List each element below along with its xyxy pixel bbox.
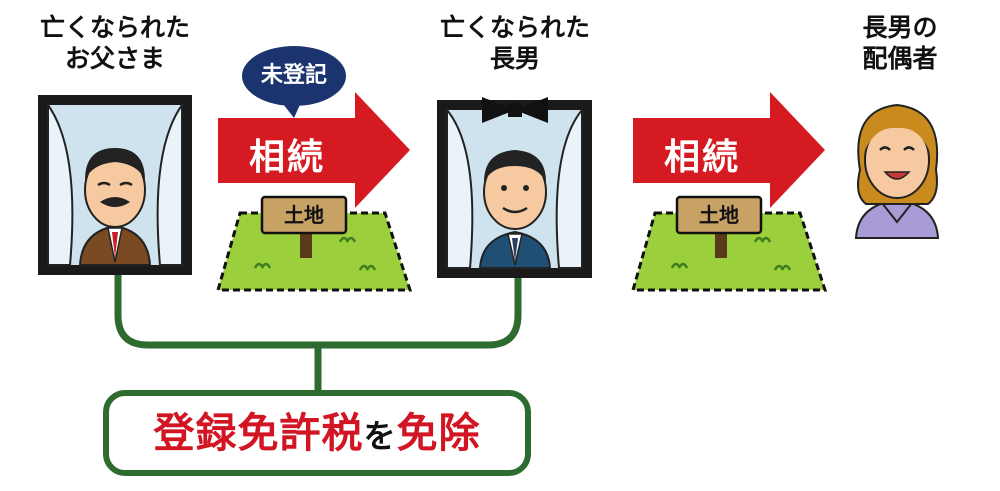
- tax-exemption-note: 登録免許税を免除: [103, 390, 531, 476]
- note-particle: を: [363, 417, 397, 455]
- note-tax-name: 登録免許税: [153, 409, 364, 457]
- inherit-arrow-1: [218, 92, 410, 208]
- inherit-arrow-2-label: 相続: [663, 137, 740, 178]
- father-label-line-2: お父さま: [64, 44, 165, 73]
- son-label: 亡くなられた 長男: [425, 12, 605, 74]
- land-plot-2: [631, 195, 828, 292]
- son-label-line-2: 長男: [489, 44, 540, 73]
- note-exemption: 免除: [396, 409, 481, 457]
- connector-lines: [114, 275, 522, 392]
- unregistered-bubble-text: 未登記: [260, 63, 327, 88]
- father-label-line-1: 亡くなられた: [39, 13, 190, 42]
- inherit-arrow-2: [633, 92, 825, 208]
- land-sign-1: 土地: [284, 203, 324, 227]
- father-label: 亡くなられた お父さま: [25, 12, 205, 74]
- son-label-line-1: 亡くなられた: [439, 13, 590, 42]
- inherit-arrow-1-label: 相続: [248, 137, 325, 178]
- land-sign-2: 土地: [699, 203, 739, 227]
- father-portrait: [38, 95, 192, 275]
- spouse-label: 長男の 配偶者: [840, 12, 960, 74]
- unregistered-bubble: [242, 46, 346, 118]
- spouse-avatar: [854, 103, 940, 239]
- land-plot-1: [216, 195, 413, 292]
- spouse-label-line-1: 長男の: [862, 13, 938, 42]
- spouse-label-line-2: 配偶者: [862, 44, 938, 73]
- son-portrait: [437, 97, 592, 278]
